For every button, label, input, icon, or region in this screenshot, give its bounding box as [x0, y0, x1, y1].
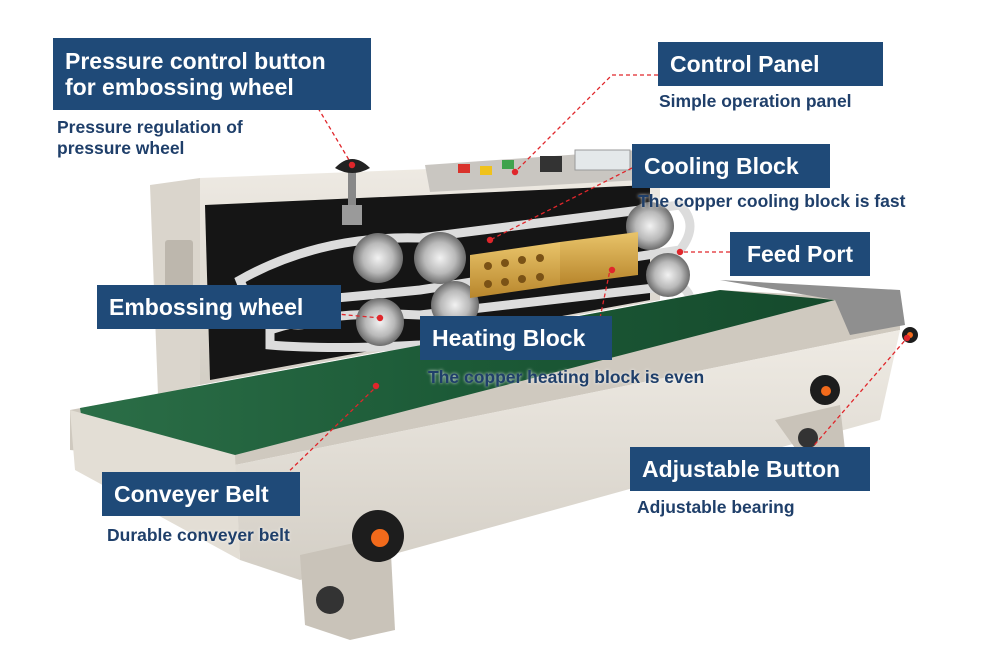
pressure-control-description: Pressure regulation of pressure wheel	[57, 117, 243, 159]
heating-block-description: The copper heating block is even	[428, 367, 705, 387]
control-panel-description: Simple operation panel	[659, 91, 852, 111]
cooling-block-label: Cooling Block	[632, 144, 830, 188]
conveyer-belt-description: Durable conveyer belt	[107, 525, 290, 545]
cooling-block-title: Cooling Block	[644, 153, 799, 179]
heating-block-label: Heating Block	[420, 316, 612, 360]
pressure-control-desc-line2: pressure wheel	[57, 138, 185, 158]
pressure-control-desc-line1: Pressure regulation of	[57, 117, 243, 137]
conveyer-belt-label: Conveyer Belt	[102, 472, 300, 516]
feed-port-title: Feed Port	[746, 241, 854, 267]
control-panel-title: Control Panel	[670, 51, 820, 77]
feed-port-label: Feed Port	[730, 232, 870, 276]
heating-block-title: Heating Block	[432, 325, 586, 351]
callout-pressure-control: Pressure control button for embossing wh…	[53, 38, 371, 110]
embossing-wheel-title: Embossing wheel	[109, 294, 304, 320]
conveyor-assembly	[70, 280, 905, 640]
adjustable-button-label: Adjustable Button	[630, 447, 870, 491]
cooling-block-description: The copper cooling block is fast	[638, 191, 906, 211]
pressure-control-title-line1: Pressure control button	[65, 48, 326, 74]
conveyer-belt-title: Conveyer Belt	[114, 481, 269, 507]
embossing-wheel-label: Embossing wheel	[97, 285, 341, 329]
control-panel-label: Control Panel	[658, 42, 883, 86]
adjustable-button-description: Adjustable bearing	[637, 497, 795, 517]
adjustable-button-title: Adjustable Button	[642, 456, 841, 482]
pressure-control-title-line2: for embossing wheel	[65, 74, 294, 100]
pressure-control-label: Pressure control button for embossing wh…	[53, 38, 371, 110]
